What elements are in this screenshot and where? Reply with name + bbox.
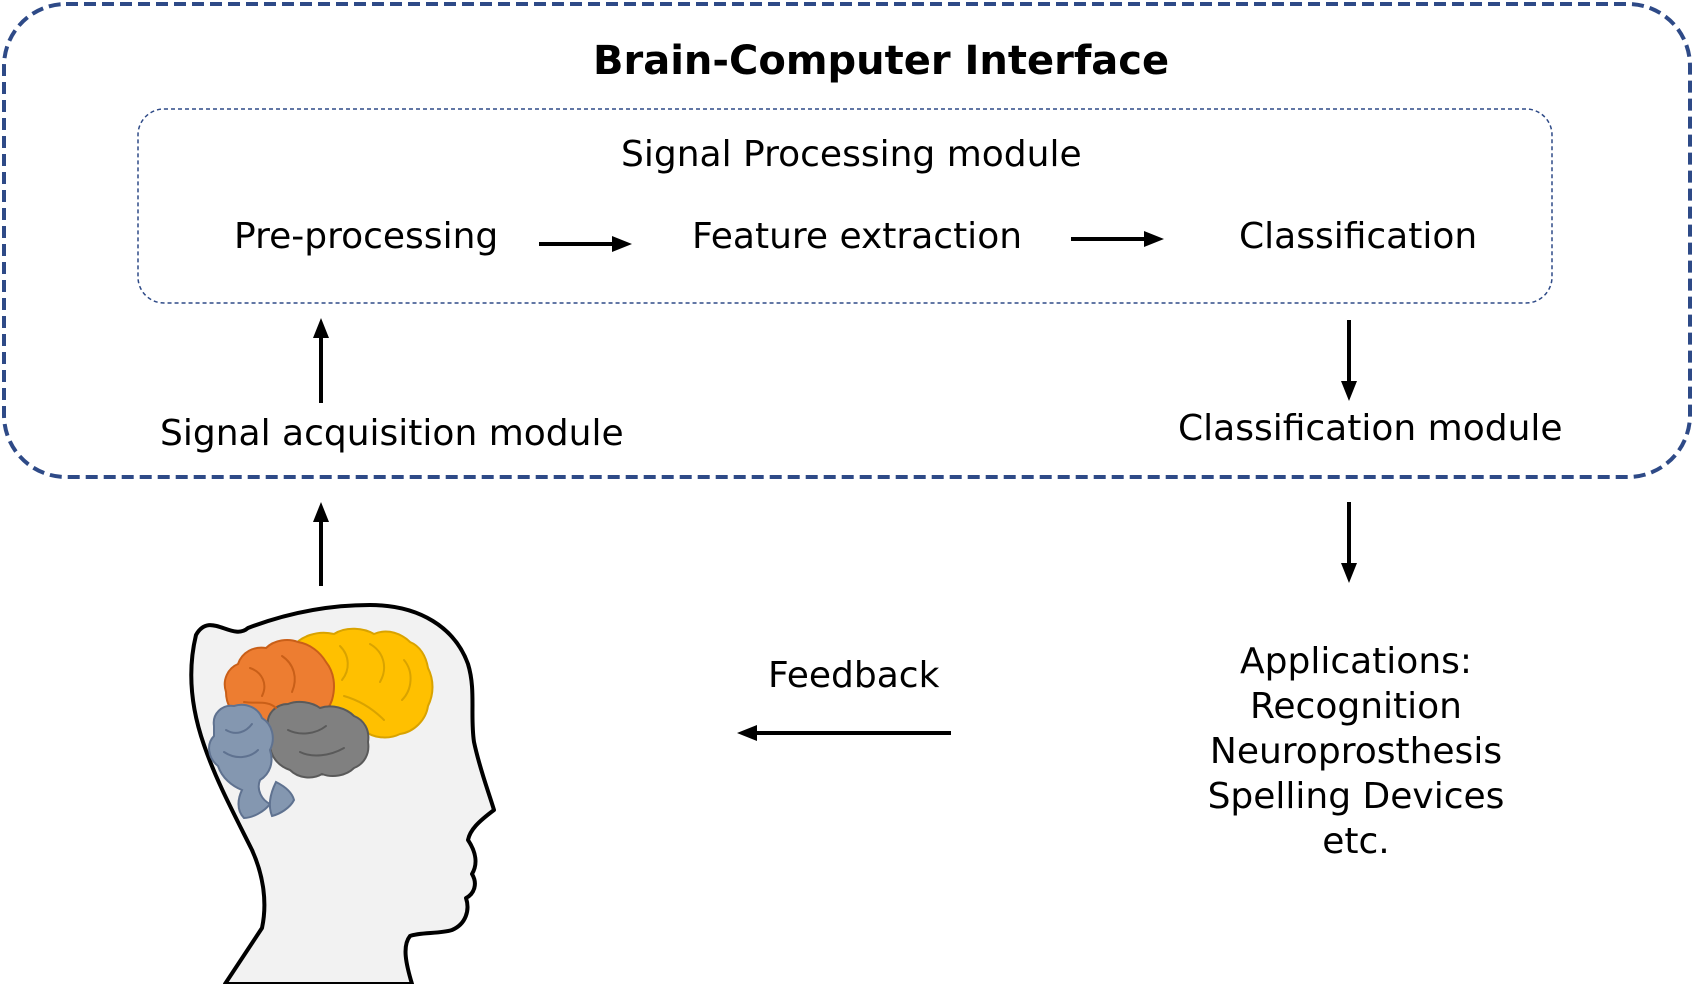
arrow-processing-to-classification (1341, 320, 1357, 401)
feedback-arrow (737, 725, 951, 741)
bci-boundary (2, 2, 1692, 479)
arrow-classification-to-applications (1341, 502, 1357, 583)
arrow-feature-to-classification (1071, 231, 1164, 247)
classification-module: Classification module (1178, 408, 1563, 449)
step-classification: Classification (1239, 216, 1478, 257)
brain-temporal-lobe (265, 700, 370, 779)
feedback-label: Feedback (768, 655, 940, 696)
application-item: Recognition (1250, 686, 1462, 727)
step-preprocessing: Pre-processing (234, 216, 499, 257)
brain-stem (268, 780, 296, 818)
arrow-brain-to-acquisition (313, 502, 329, 586)
application-item: Neuroprosthesis (1209, 731, 1503, 772)
application-item: etc. (1322, 821, 1390, 862)
applications-heading: Applications: (1239, 641, 1473, 682)
arrow-preprocessing-to-feature (539, 236, 632, 252)
applications-list: Applications: Recognition Neuroprosthesi… (1146, 639, 1566, 864)
diagram-title: Brain-Computer Interface (593, 38, 1170, 84)
brain-cerebellum (208, 703, 274, 820)
step-feature-extraction: Feature extraction (692, 216, 1023, 257)
head-brain-illustration (189, 603, 496, 984)
application-item: Spelling Devices (1207, 776, 1505, 817)
arrow-acquisition-to-processing (313, 318, 329, 403)
signal-processing-title: Signal Processing module (621, 134, 1082, 175)
signal-processing-boundary (137, 108, 1553, 304)
signal-acquisition-module: Signal acquisition module (160, 413, 624, 454)
